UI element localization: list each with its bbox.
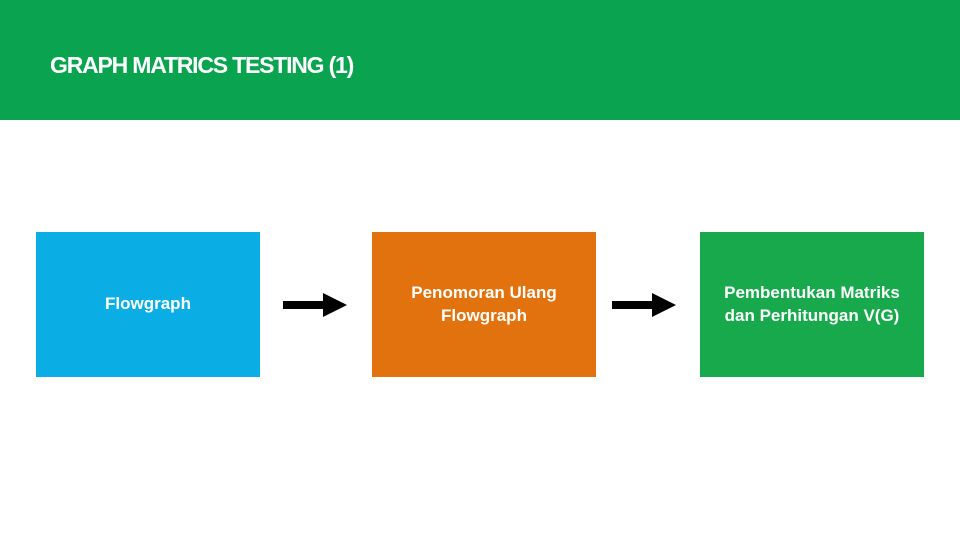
flow-box-label: Pembentukan Matriks dan Perhitungan V(G) xyxy=(724,282,900,325)
header-banner: GRAPH MATRICS TESTING (1) xyxy=(0,0,960,120)
flow-box-penomoran-ulang[interactable]: Penomoran Ulang Flowgraph xyxy=(372,232,596,377)
arrow-right-icon xyxy=(612,292,678,318)
flow-box-label: Flowgraph xyxy=(105,294,191,314)
flow-box-label: Penomoran Ulang Flowgraph xyxy=(411,282,557,325)
flow-box-pembentukan-matriks[interactable]: Pembentukan Matriks dan Perhitungan V(G) xyxy=(700,232,924,377)
flow-box-flowgraph[interactable]: Flowgraph xyxy=(36,232,260,377)
page-title: GRAPH MATRICS TESTING (1) xyxy=(50,52,354,78)
flow-diagram: Flowgraph Penomoran Ulang Flowgraph Pemb… xyxy=(0,232,960,377)
arrow-right-icon xyxy=(283,292,349,318)
